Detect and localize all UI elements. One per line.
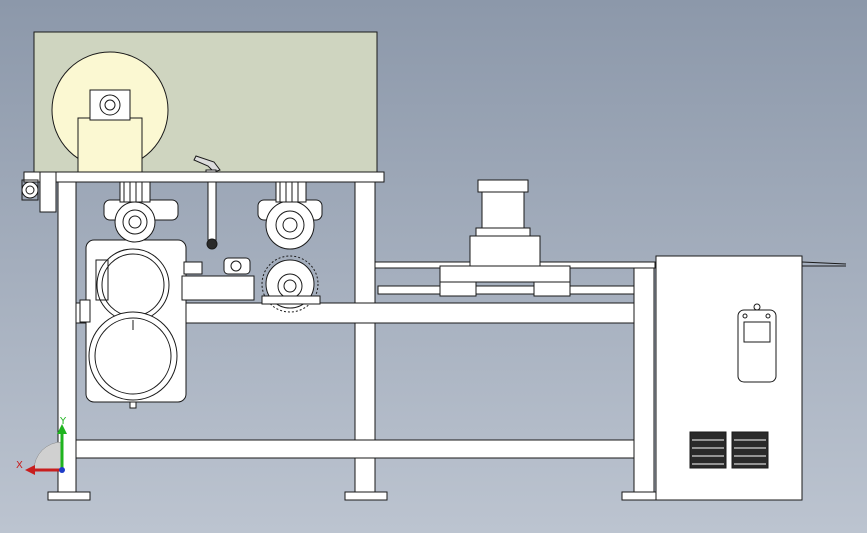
press-cylinder[interactable]: [439, 179, 571, 297]
guide-pin: [206, 181, 218, 250]
top-frame-rail: [21, 171, 385, 213]
handheld-pendant[interactable]: [737, 303, 777, 383]
axis-triad[interactable]: Y X: [16, 416, 67, 475]
spool-bearing-block: [77, 117, 143, 173]
feed-roller-center[interactable]: [257, 181, 323, 250]
cabinet-vent-left: [689, 431, 727, 469]
hopper-enclosure[interactable]: [33, 31, 378, 173]
gear-motor[interactable]: [79, 239, 197, 409]
y-axis-label: Y: [59, 416, 67, 427]
cabinet-vent-right: [731, 431, 769, 469]
x-axis-label: X: [16, 460, 23, 471]
machine-frame: [47, 181, 663, 501]
feed-roller-left[interactable]: [103, 181, 179, 243]
bearing-bracket[interactable]: [181, 257, 255, 301]
control-cabinet[interactable]: [655, 255, 847, 501]
gear-roller[interactable]: [261, 255, 321, 313]
